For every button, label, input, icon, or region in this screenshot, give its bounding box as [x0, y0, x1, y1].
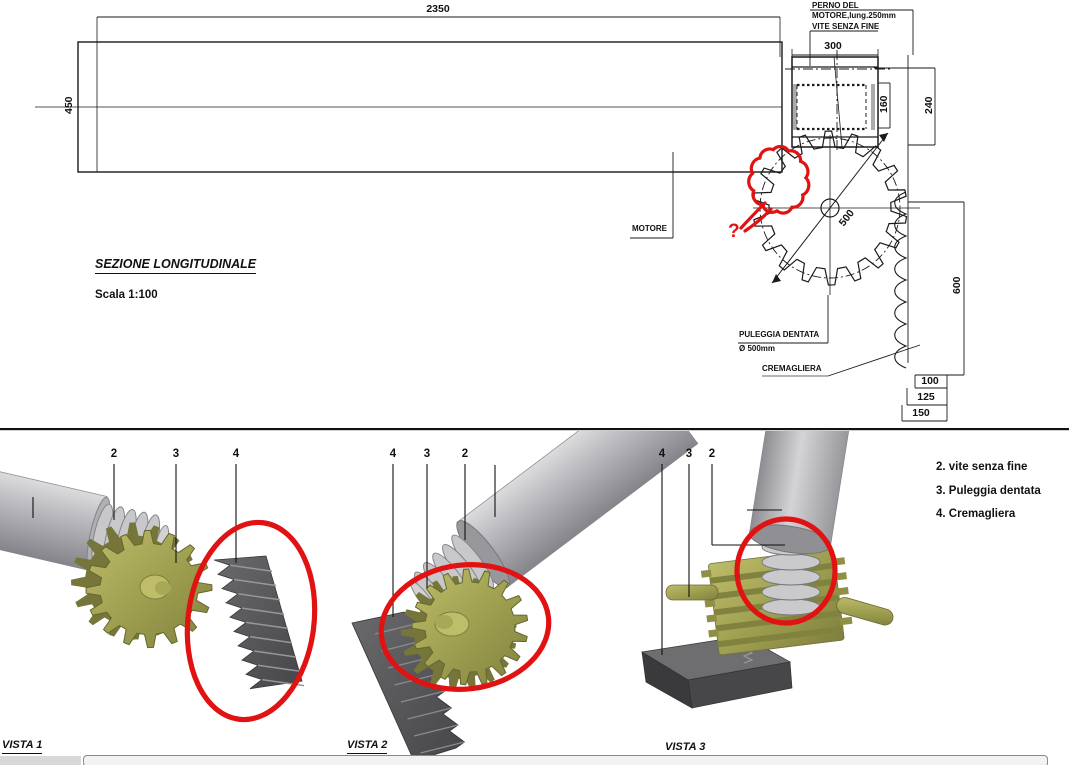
dim-450: 450 — [62, 96, 75, 115]
callout-2: 2 — [461, 448, 469, 460]
callout-3: 3 — [685, 448, 693, 460]
callout-3: 3 — [172, 448, 180, 460]
vite-senza-fine-label: VITE SENZA FINE — [812, 22, 880, 31]
vista-3-caption: VISTA 3 — [665, 742, 706, 756]
section-title: SEZIONE LONGITUDINALE — [95, 258, 257, 274]
statusbar-corner — [0, 756, 81, 765]
vista-2-illustration — [351, 431, 699, 762]
callout-3: 3 — [423, 448, 431, 460]
pulley-gear-section — [752, 130, 920, 295]
perno-label-line1: PERNO DEL — [812, 1, 859, 10]
legend-item-cremagliera: 4. Cremagliera — [936, 508, 1016, 520]
dim-160: 160 — [877, 95, 890, 114]
vista-1-illustration — [0, 453, 305, 690]
callout-2: 2 — [110, 448, 118, 460]
dim-2350: 2350 — [426, 3, 450, 15]
puleggia-diameter-label: Ø 500mm — [739, 344, 776, 353]
callout-4: 4 — [389, 448, 397, 460]
dim-150: 150 — [912, 407, 930, 419]
callout-4: 4 — [658, 448, 666, 460]
callout-4: 4 — [232, 448, 240, 460]
puleggia-label: PULEGGIA DENTATA — [739, 330, 820, 339]
horizontal-scrollbar[interactable] — [83, 755, 1048, 765]
section-divider — [0, 428, 1069, 431]
revision-cloud-annotation — [739, 144, 811, 233]
vista-2-caption: VISTA 2 — [347, 740, 388, 754]
dim-240: 240 — [922, 96, 935, 115]
dim-600: 600 — [950, 276, 963, 295]
dim-125: 125 — [917, 391, 935, 403]
callout-2: 2 — [708, 448, 716, 460]
vista-1-caption: VISTA 1 — [2, 740, 43, 754]
perno-label-line2: MOTORE,lung.250mm — [812, 11, 896, 20]
callout-leader-lines — [32, 464, 785, 655]
motore-label: MOTORE — [632, 224, 667, 233]
cremagliera-label: CREMAGLIERA — [762, 364, 822, 373]
section-drawing — [35, 9, 965, 422]
legend-item-vite: 2. vite senza fine — [936, 461, 1028, 473]
question-mark-annotation: ? — [728, 221, 740, 242]
dim-100: 100 — [921, 375, 939, 387]
rack-profile — [894, 191, 908, 369]
highlight-ellipses — [184, 516, 838, 723]
dim-300: 300 — [824, 40, 842, 52]
scale-note: Scala 1:100 — [95, 289, 158, 301]
vista-3-illustration — [641, 431, 894, 709]
legend-item-puleggia: 3. Puleggia dentata — [936, 485, 1041, 497]
